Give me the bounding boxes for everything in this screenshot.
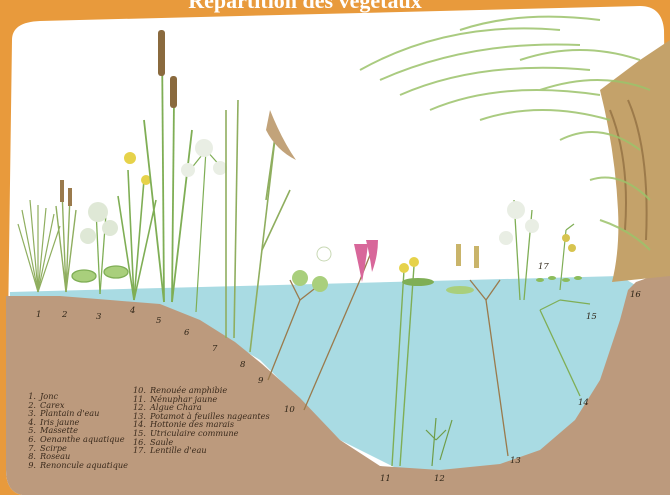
marker-5: 5 xyxy=(156,316,161,326)
legend-item: 17.Lentille d'eau xyxy=(130,446,270,455)
marker-9: 9 xyxy=(258,376,263,386)
marker-15: 15 xyxy=(586,312,597,322)
marker-7: 7 xyxy=(212,344,217,354)
marker-14: 14 xyxy=(578,398,589,408)
legend-item: 7.Scirpe xyxy=(20,444,128,453)
marker-3: 3 xyxy=(96,312,101,322)
legend-item: 6.Oenanthe aquatique xyxy=(20,435,128,444)
title-banner: Répartition des végétaux xyxy=(0,0,670,20)
legend-column-2: 10.Renouée amphibie 11.Nénuphar jaune 12… xyxy=(130,386,270,455)
marker-2: 2 xyxy=(62,310,67,320)
marker-17: 17 xyxy=(538,262,549,272)
legend-column-1: 1.Jonc 2.Carex 3.Plantain d'eau 4.Iris j… xyxy=(20,392,128,469)
marker-12: 12 xyxy=(434,474,445,484)
marker-13: 13 xyxy=(510,456,521,466)
marker-8: 8 xyxy=(240,360,245,370)
marker-10: 10 xyxy=(284,405,295,415)
page-title: Répartition des végétaux xyxy=(188,0,421,13)
marker-6: 6 xyxy=(184,328,189,338)
marker-11: 11 xyxy=(380,474,391,484)
marker-16: 16 xyxy=(630,290,641,300)
marker-4: 4 xyxy=(130,306,135,316)
legend-item: 1.Jonc xyxy=(20,392,128,401)
legend-item: 9.Renoncule aquatique xyxy=(20,461,128,470)
marker-1: 1 xyxy=(36,310,41,320)
